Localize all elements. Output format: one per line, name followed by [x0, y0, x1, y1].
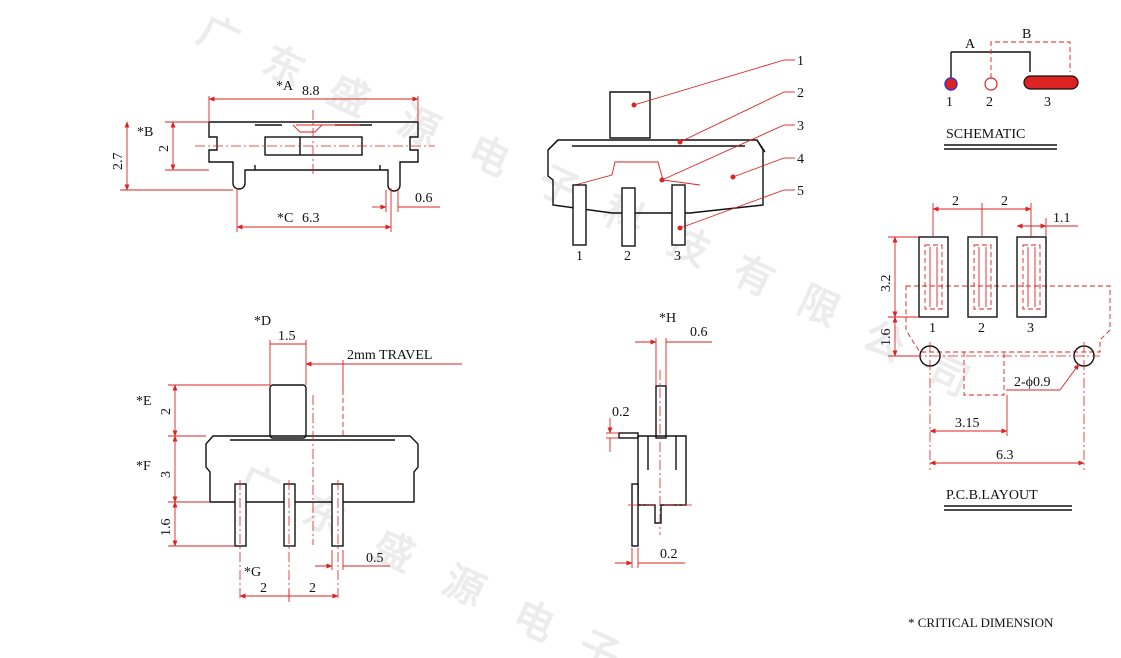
- pcb-pin-3: 3: [1027, 321, 1034, 336]
- callout-2: 2: [797, 86, 804, 101]
- dim-e-label: *E: [136, 394, 152, 409]
- dim-f-value: 3: [159, 471, 174, 478]
- callout-3: 3: [797, 119, 804, 134]
- schematic-contact: [1023, 75, 1079, 90]
- dim-d-value: 1.5: [278, 329, 296, 344]
- pcb-pad-height: 3.2: [879, 275, 894, 293]
- dim-a-value: 8.8: [302, 84, 320, 99]
- iso-pin-3: 3: [674, 249, 681, 264]
- iso-pin-1: 1: [576, 249, 583, 264]
- schematic-label-a: A: [965, 37, 976, 52]
- dim-h-value: 0.6: [690, 325, 708, 340]
- iso-view: 1 2 3 1 2 3 4 5: [547, 54, 804, 264]
- svg-text:有: 有: [726, 247, 782, 306]
- pcb-dim-63: 6.3: [996, 448, 1014, 463]
- side-view-body: [637, 435, 687, 524]
- dim-thickness-2: 0.2: [660, 547, 678, 562]
- dim-f-label: *F: [136, 459, 151, 474]
- svg-text:子: 子: [571, 622, 627, 658]
- pcb-title: P.C.B.LAYOUT: [946, 488, 1038, 503]
- svg-text:源: 源: [436, 557, 492, 616]
- dim-d-label: *D: [254, 314, 271, 329]
- schematic-label-b: B: [1022, 27, 1031, 42]
- side-view: *H 0.6 0.2 0.2: [606, 311, 712, 568]
- dim-total-height: 2.7: [111, 153, 126, 171]
- pcb-pad-width: 1.1: [1053, 211, 1071, 226]
- dim-g-label: *G: [244, 565, 261, 580]
- iso-view-actuator: [609, 91, 651, 139]
- dim-g-value-2: 2: [309, 581, 316, 596]
- dim-g-value-1: 2: [260, 581, 267, 596]
- pcb-layout: 1 2 3 2 2 1.1 3.2 1.6 2-ϕ0.9: [879, 194, 1111, 511]
- svg-text:电: 电: [461, 127, 517, 186]
- top-view: *A 8.8 *B 2 2.7 *C 6.3 0.6: [111, 79, 440, 232]
- dim-pin-width: 0.5: [366, 551, 384, 566]
- schematic: A B 1 2 3 SCHEMATIC: [944, 27, 1079, 150]
- schematic-pin-1-dot: [944, 77, 958, 91]
- front-view-actuator: [269, 384, 307, 439]
- front-view: *D 1.5 2mm TRAVEL *E 2 *F 3 1.6 0.5 *G 2: [136, 314, 462, 602]
- dim-b-value: 2: [157, 145, 172, 152]
- schematic-title: SCHEMATIC: [946, 127, 1025, 142]
- svg-text:盛: 盛: [321, 67, 377, 126]
- pcb-pitch-2: 2: [1001, 194, 1008, 209]
- pcb-pad-3: [1016, 236, 1047, 318]
- front-view-body: [205, 435, 419, 503]
- callout-4: 4: [797, 152, 804, 167]
- dim-c-value: 6.3: [302, 211, 320, 226]
- dim-h-label: *H: [659, 311, 676, 326]
- travel-label: 2mm TRAVEL: [347, 348, 432, 363]
- dim-b-label: *B: [137, 125, 153, 140]
- schematic-pin-2-dot: [984, 77, 998, 91]
- schematic-pin-1: 1: [946, 95, 953, 110]
- dim-c-label: *C: [277, 211, 293, 226]
- pcb-dim-315: 3.15: [955, 416, 980, 431]
- dim-leg-width: 0.6: [415, 191, 433, 206]
- pcb-offset: 1.6: [879, 329, 894, 347]
- svg-text:电: 电: [506, 592, 562, 651]
- dim-e-value: 2: [159, 408, 174, 415]
- svg-text:广: 广: [191, 7, 247, 66]
- dim-pin-length: 1.6: [159, 519, 174, 537]
- critical-dimension-note: * CRITICAL DIMENSION: [908, 615, 1054, 630]
- pcb-pad-2: [967, 236, 998, 318]
- pcb-pin-1: 1: [929, 321, 936, 336]
- dim-thickness-1: 0.2: [612, 405, 630, 420]
- pcb-pad-1: [918, 236, 949, 318]
- callout-1: 1: [797, 54, 804, 69]
- schematic-pin-3: 3: [1044, 95, 1051, 110]
- svg-text:限: 限: [791, 277, 847, 336]
- iso-pin-2: 2: [624, 249, 631, 264]
- svg-text:技: 技: [661, 217, 717, 276]
- watermark: 广 东 盛 源 电 子 科 技 有 限 公 司 广 东 盛 源 电 子: [191, 7, 977, 658]
- pcb-hole-label: 2-ϕ0.9: [1014, 375, 1051, 390]
- dim-a-label: *A: [276, 79, 294, 94]
- top-view-body: [208, 121, 419, 192]
- callout-5: 5: [797, 184, 804, 199]
- schematic-pin-2: 2: [986, 95, 993, 110]
- pcb-pin-2: 2: [978, 321, 985, 336]
- pcb-pitch-1: 2: [952, 194, 959, 209]
